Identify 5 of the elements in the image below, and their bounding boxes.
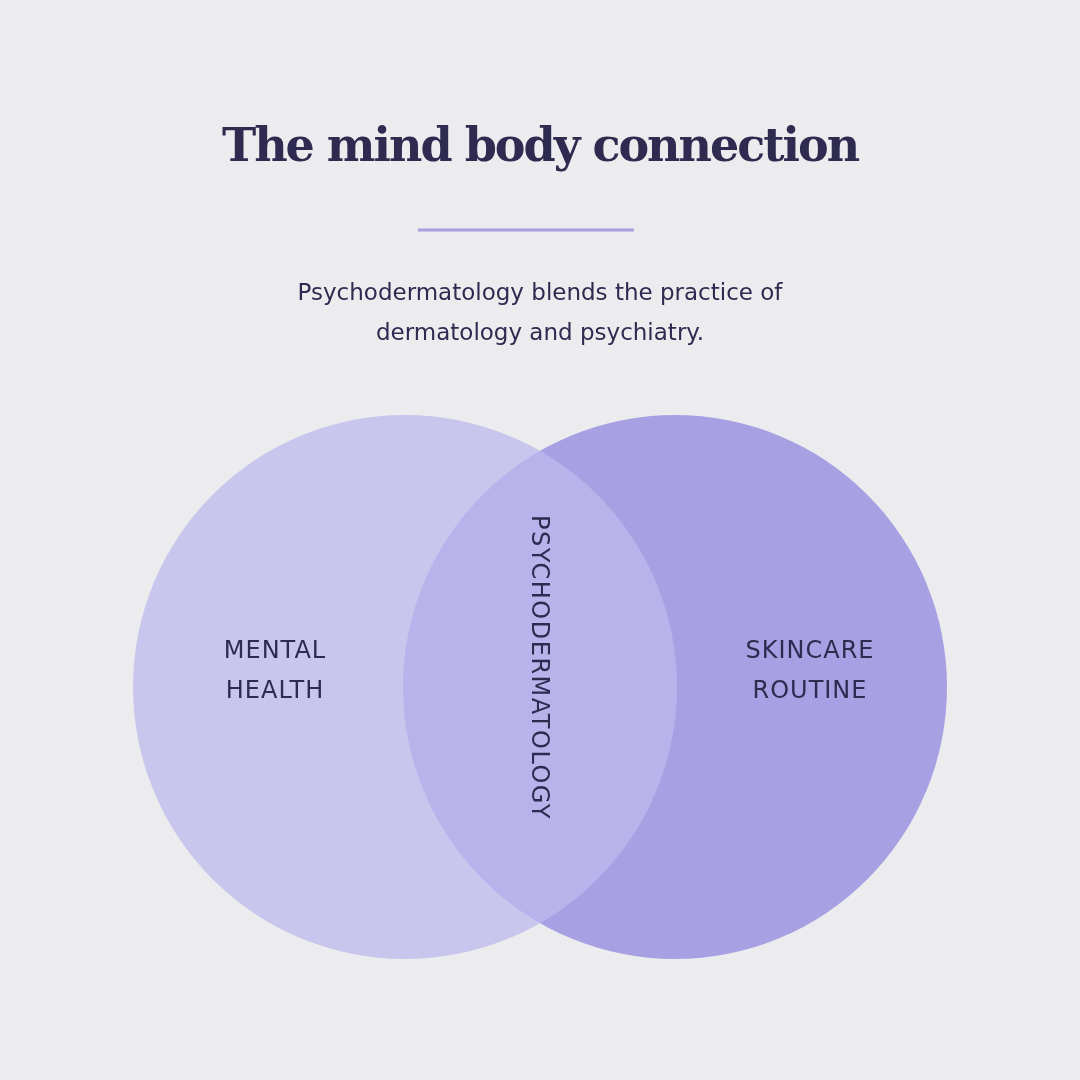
circle-label: SKINCARE ROUTINE (744, 635, 876, 706)
overlap-label: PSYCHODERMATOLOGY (526, 515, 554, 820)
circle-label: MENTAL HEALTH (222, 635, 328, 706)
title: The mind body connection (220, 118, 860, 172)
subtitle: Psychodermatology blends the practice of dermatology and psychiatry. (296, 278, 784, 347)
